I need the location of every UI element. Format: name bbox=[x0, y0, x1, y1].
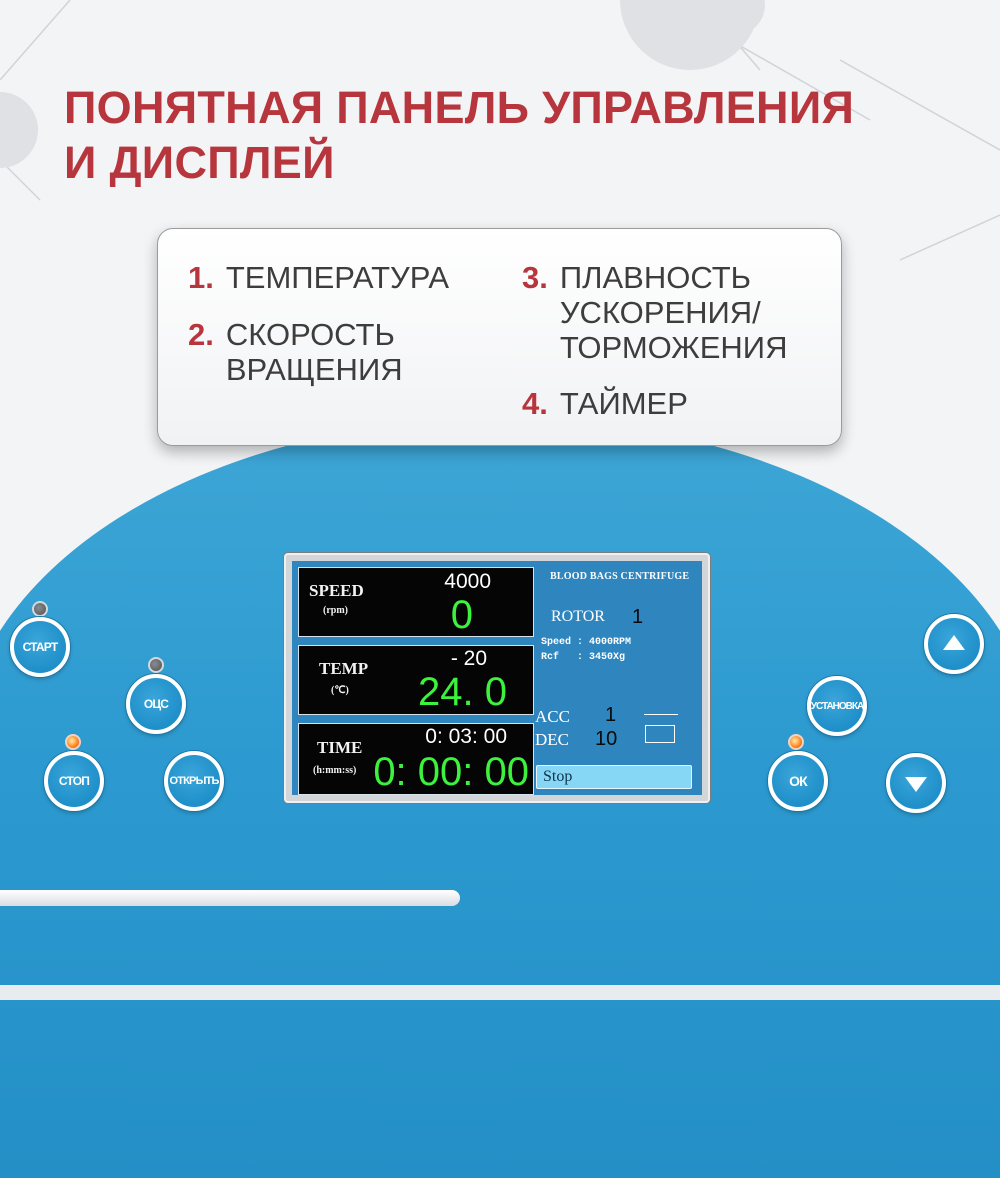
speed-value: 0 bbox=[450, 593, 473, 637]
acc-label: ACC bbox=[535, 707, 570, 726]
legend-text: ПЛАВНОСТЬ bbox=[559, 260, 751, 295]
ok-button[interactable]: ОК bbox=[768, 751, 828, 811]
temp-label: TEMP bbox=[319, 659, 369, 678]
stop-button[interactable]: СТОП bbox=[44, 751, 104, 811]
up-button[interactable] bbox=[924, 614, 984, 674]
headline-line-2: И ДИСПЛЕЙ bbox=[64, 137, 335, 188]
legend-card: 1. ТЕМПЕРАТУРА 2. СКОРОСТЬ ВРАЩЕНИЯ 3. П… bbox=[157, 228, 842, 446]
lcd-screen: SPEED (rpm) 4000 0 TEMP (℃) - 20 24. 0 T… bbox=[292, 561, 702, 795]
rotor-label: ROTOR bbox=[551, 608, 605, 625]
time-panel: TIME (h:mm:ss) 0: 03: 00 0: 00: 00 bbox=[298, 723, 534, 795]
ok-indicator-led bbox=[788, 734, 804, 750]
dec-indicator bbox=[645, 725, 675, 743]
speed-unit: (rpm) bbox=[323, 605, 348, 616]
legend-text: ТОРМОЖЕНИЯ bbox=[559, 330, 788, 365]
down-button[interactable] bbox=[886, 753, 946, 813]
time-setpoint: 0: 03: 00 bbox=[425, 725, 507, 748]
background-decoration bbox=[0, 0, 1000, 261]
legend-item-timer: 4. ТАЙМЕР bbox=[522, 386, 688, 421]
speed-setpoint: 4000 bbox=[444, 570, 491, 593]
legend-item-temperature: 1. ТЕМПЕРАТУРА bbox=[188, 260, 449, 295]
temp-panel: TEMP (℃) - 20 24. 0 bbox=[298, 645, 534, 715]
start-indicator-led bbox=[32, 601, 48, 617]
temp-value: 24. 0 bbox=[418, 670, 507, 714]
stop-indicator-led bbox=[65, 734, 81, 750]
ocs-button[interactable]: ОЦС bbox=[126, 674, 186, 734]
legend-text: СКОРОСТЬ bbox=[225, 317, 395, 352]
status-bar: Stop bbox=[536, 765, 692, 789]
triangle-down-icon bbox=[905, 777, 927, 792]
legend-text: ТАЙМЕР bbox=[559, 386, 688, 421]
legend-text: УСКОРЕНИЯ/ bbox=[559, 295, 761, 330]
time-value: 0: 00: 00 bbox=[373, 750, 529, 794]
legend-item-smoothness: 3. ПЛАВНОСТЬ УСКОРЕНИЯ/ ТОРМОЖЕНИЯ bbox=[522, 260, 787, 365]
dec-value: 10 bbox=[595, 728, 618, 750]
setup-button[interactable]: УСТАНОВКА bbox=[807, 676, 867, 736]
rcf-spec: Rcf : 3450Xg bbox=[541, 652, 626, 663]
speed-panel: SPEED (rpm) 4000 0 bbox=[298, 567, 534, 637]
acc-indicator bbox=[644, 714, 678, 715]
temp-unit: (℃) bbox=[331, 685, 349, 696]
legend-number: 4. bbox=[522, 386, 548, 421]
dec-label: DEC bbox=[535, 730, 569, 749]
speed-label: SPEED bbox=[309, 581, 364, 600]
rotor-value: 1 bbox=[632, 606, 644, 628]
temp-setpoint: - 20 bbox=[450, 647, 487, 670]
open-button[interactable]: ОТКРЫТЬ bbox=[164, 751, 224, 811]
display-frame: SPEED (rpm) 4000 0 TEMP (℃) - 20 24. 0 T… bbox=[284, 553, 710, 803]
panel-groove bbox=[0, 890, 460, 906]
headline-line-1: ПОНЯТНАЯ ПАНЕЛЬ УПРАВЛЕНИЯ bbox=[64, 82, 855, 133]
legend-item-rotation-speed: 2. СКОРОСТЬ ВРАЩЕНИЯ bbox=[188, 317, 403, 387]
triangle-up-icon bbox=[943, 635, 965, 650]
device-title: BLOOD BAGS CENTRIFUGE bbox=[550, 571, 690, 582]
legend-text: ТЕМПЕРАТУРА bbox=[225, 260, 450, 295]
start-button[interactable]: СТАРТ bbox=[10, 617, 70, 677]
legend-number: 1. bbox=[188, 260, 214, 295]
time-unit: (h:mm:ss) bbox=[313, 765, 357, 776]
speed-spec: Speed : 4000RPM bbox=[541, 637, 632, 648]
bottom-strip bbox=[0, 985, 1000, 1000]
legend-number: 2. bbox=[188, 317, 214, 352]
legend-text: ВРАЩЕНИЯ bbox=[225, 352, 403, 387]
time-label: TIME bbox=[317, 738, 363, 757]
legend-number: 3. bbox=[522, 260, 548, 295]
acc-value: 1 bbox=[605, 704, 617, 726]
page-headline: ПОНЯТНАЯ ПАНЕЛЬ УПРАВЛЕНИЯ И ДИСПЛЕЙ bbox=[64, 80, 964, 190]
ocs-indicator-led bbox=[148, 657, 164, 673]
